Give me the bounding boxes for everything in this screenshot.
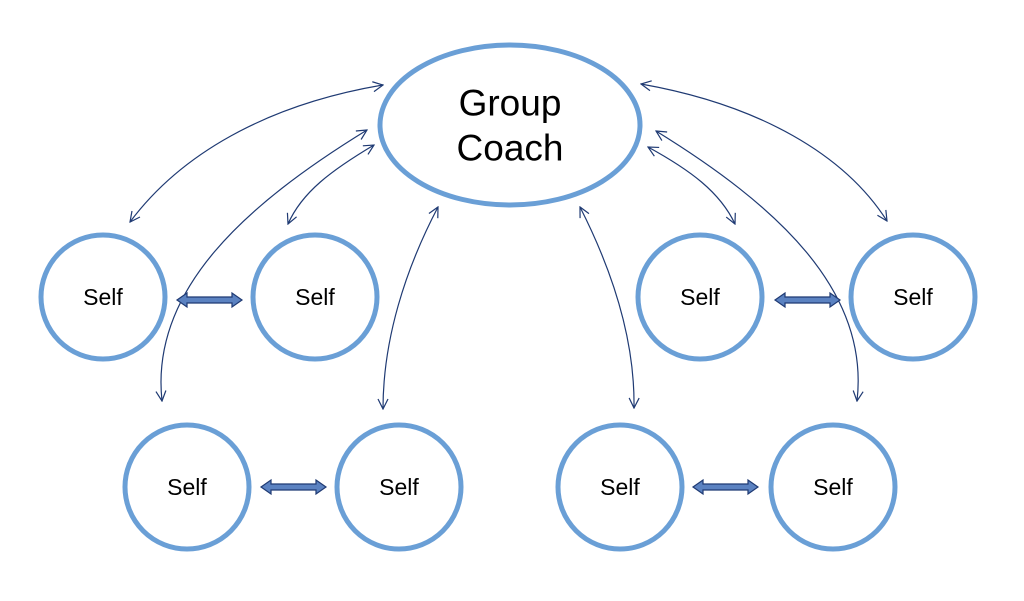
self-label: Self — [813, 474, 853, 500]
connector-arrow-self-2 — [288, 145, 374, 224]
connector-arrow-self-4 — [641, 84, 887, 221]
self-label: Self — [680, 284, 720, 310]
self-circle — [334, 422, 464, 552]
self-node-4: Self — [848, 232, 978, 362]
coach-connectors — [130, 84, 887, 409]
self-circle — [768, 422, 898, 552]
connector-arrow-self-6 — [383, 207, 438, 409]
group-coach-label-line2: Coach — [457, 128, 564, 169]
self-label: Self — [167, 474, 207, 500]
connector-arrow-self-3 — [648, 147, 735, 224]
connector-arrow-self-7 — [580, 207, 634, 408]
self-node-5: Self — [122, 422, 252, 552]
double-arrow-link-bottom-right — [691, 478, 760, 496]
double-arrow-link-top-left — [175, 291, 244, 309]
self-node-2: Self — [250, 232, 380, 362]
connector-arrow-self-5 — [161, 130, 367, 401]
self-circle — [122, 422, 252, 552]
double-arrow-link-bottom-left — [259, 478, 328, 496]
self-label: Self — [600, 474, 640, 500]
self-circle — [848, 232, 978, 362]
double-arrow-link-top-right — [773, 291, 842, 309]
self-label: Self — [379, 474, 419, 500]
self-circle — [250, 232, 380, 362]
self-node-1: Self — [38, 232, 168, 362]
group-coach-ellipse — [377, 42, 643, 208]
self-links — [175, 291, 842, 496]
connector-arrow-self-1 — [130, 85, 383, 222]
self-node-6: Self — [334, 422, 464, 552]
self-node-3: Self — [635, 232, 765, 362]
self-circle — [555, 422, 685, 552]
connector-arrow-self-8 — [656, 131, 858, 401]
self-label: Self — [83, 284, 123, 310]
self-node-7: Self — [555, 422, 685, 552]
self-label: Self — [295, 284, 335, 310]
self-circle — [38, 232, 168, 362]
group-coach-label-line1: Group — [459, 83, 562, 124]
self-node-8: Self — [768, 422, 898, 552]
self-label: Self — [893, 284, 933, 310]
group-coach-node: Group Coach — [377, 42, 643, 208]
self-circle — [635, 232, 765, 362]
